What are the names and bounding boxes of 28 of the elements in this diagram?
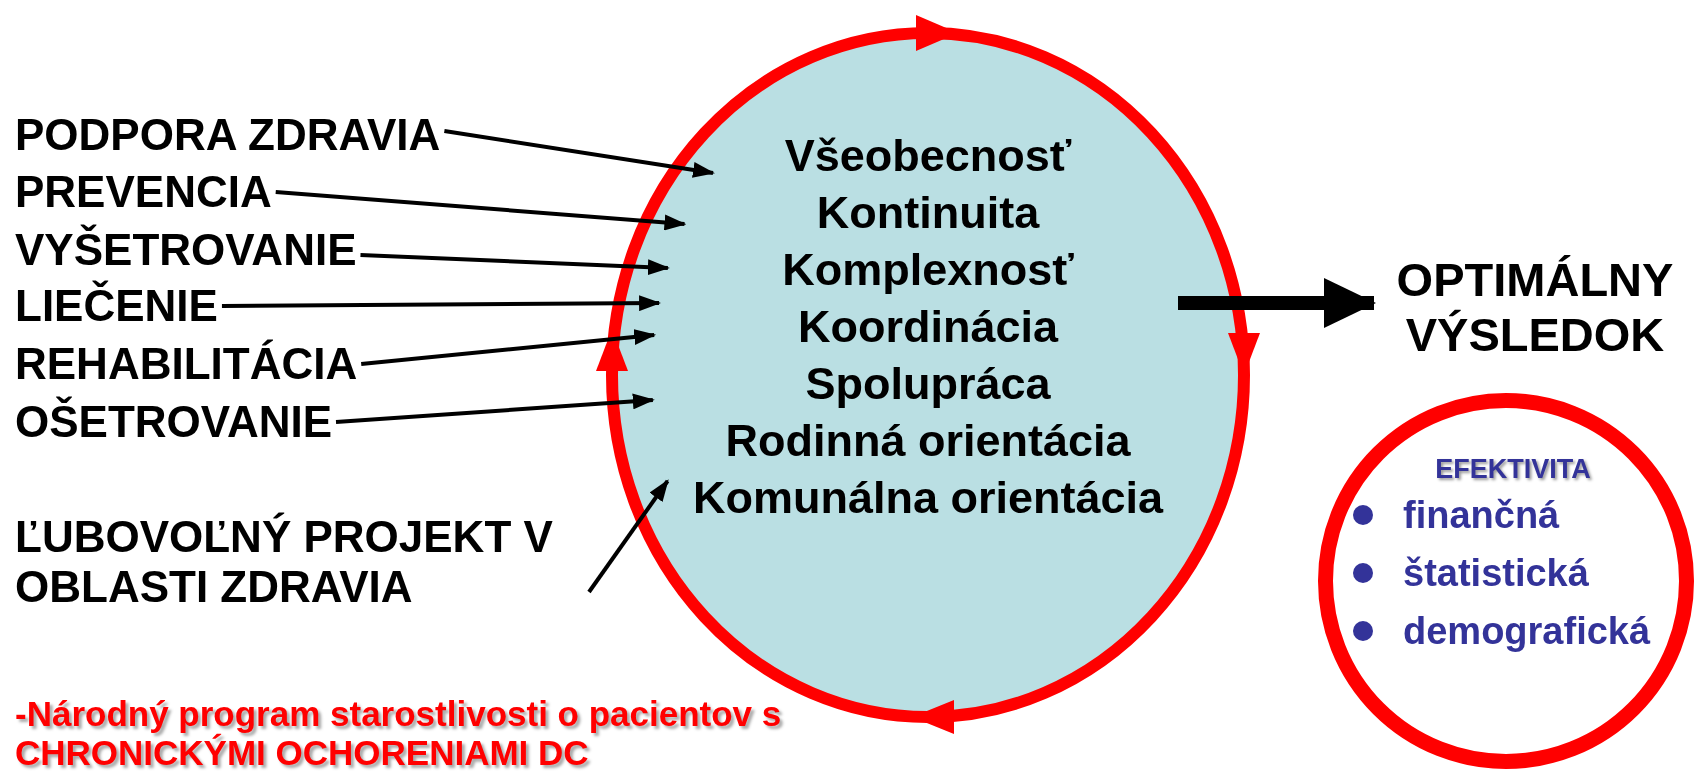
- principle-text: Spolupráca: [805, 357, 1051, 411]
- efficiency-item: demografická: [1403, 609, 1651, 653]
- activity-label: PREVENCIA: [15, 167, 272, 217]
- principle-text: Rodinná orientácia: [725, 414, 1131, 468]
- program-note: -Národný program starostlivosti o pacientov s CHRONICKÝMI OCHORENIAMI DC: [15, 694, 783, 772]
- efficiency-heading: EFEKTIVITA: [1435, 453, 1591, 486]
- activity-label: OŠETROVANIE: [15, 397, 332, 447]
- efficiency-item: finančná: [1403, 493, 1560, 537]
- outcome-label: OPTIMÁLNY VÝSLEDOK: [1382, 252, 1688, 362]
- principle-text: Koordinácia: [797, 300, 1058, 354]
- arrow: [1178, 278, 1376, 328]
- arrow: [361, 329, 657, 366]
- arrow: [335, 393, 655, 424]
- principle-text: Kontinuita: [816, 186, 1040, 240]
- arrow: [360, 253, 670, 276]
- principle-text: Všeobecnosť: [784, 129, 1072, 183]
- activity-label: VYŠETROVANIE: [15, 225, 357, 275]
- activity-label: PODPORA ZDRAVIA: [15, 110, 441, 160]
- activity-label: REHABILITÁCIA: [15, 339, 358, 389]
- principle-text: Komplexnosť: [782, 243, 1074, 297]
- arrow: [444, 129, 715, 178]
- principle-text: Komunálna orientácia: [692, 471, 1164, 525]
- arrow: [587, 479, 670, 594]
- efficiency-item: štatistická: [1403, 551, 1589, 595]
- arrow: [221, 295, 662, 312]
- arrow: [275, 190, 687, 231]
- activity-label: LIEČENIE: [15, 281, 218, 331]
- activity-label: ĽUBOVOĽNÝ PROJEKT V OBLASTI ZDRAVIA: [15, 512, 585, 612]
